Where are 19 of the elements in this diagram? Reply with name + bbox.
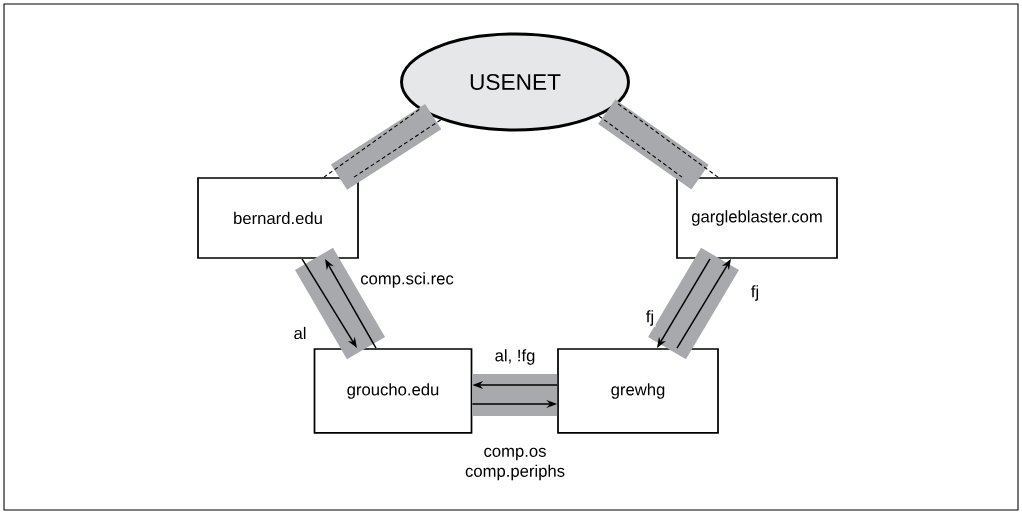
host-box: bernard.edu: [197, 177, 359, 259]
link-band: [648, 247, 739, 360]
dashed-line: [617, 103, 719, 178]
link-band: [295, 247, 386, 360]
host-box: gargleblaster.com: [676, 177, 838, 259]
link-band: [330, 104, 442, 190]
dashed-line: [598, 115, 683, 178]
edge-label: al: [292, 325, 308, 341]
dashed-line: [353, 119, 442, 178]
edge-label: comp.sci.rec: [358, 270, 456, 290]
link-band: [472, 374, 558, 416]
dashed-line: [323, 108, 420, 178]
edge-label: fj: [749, 283, 761, 303]
host-box: grewhg: [557, 348, 719, 434]
edge-label: al, !fg: [493, 347, 537, 367]
edge-label: comp.os comp.periphs: [463, 446, 567, 482]
link-band: [598, 99, 709, 190]
edge-label: fj: [644, 308, 656, 328]
host-box: groucho.edu: [313, 348, 473, 434]
